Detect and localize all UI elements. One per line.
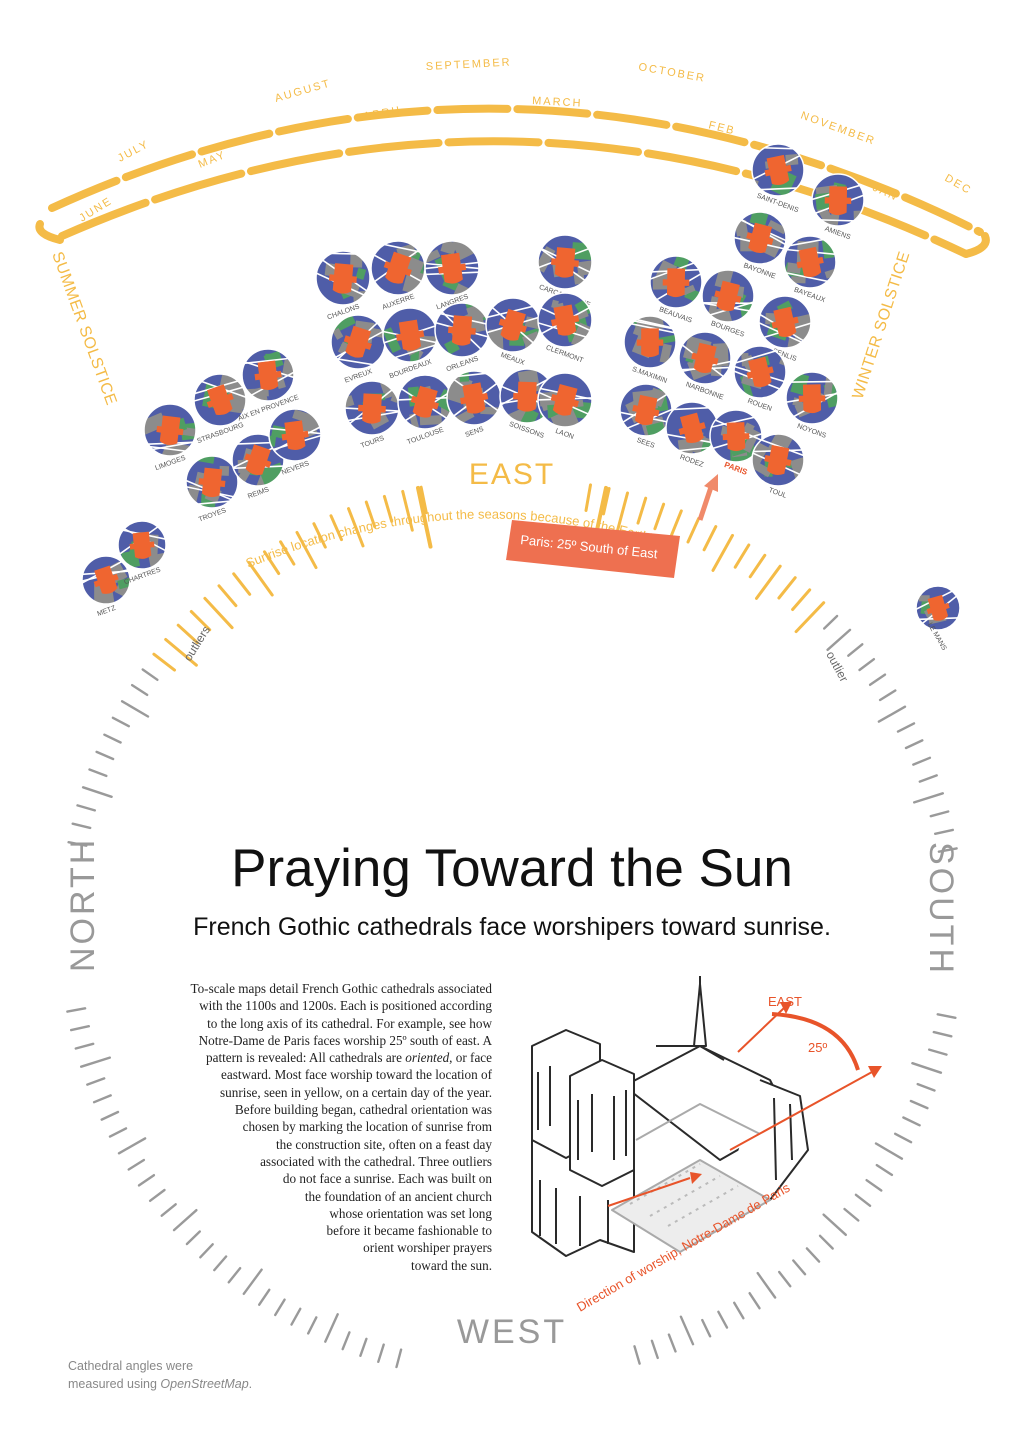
notre-dame-drawing [531,976,809,1257]
cathedral-tile-chalons: CHALONS [315,250,371,321]
cathedral-tile-le-mans: LE MANS [915,585,961,652]
body-text-line: Notre-Dame de Paris faces worship 25º so… [198,1032,492,1048]
body-text-line: before it became fashionable to [326,1223,492,1239]
cathedral-tile-meaux: MEAUX [485,297,541,367]
paris-pointer: Paris: 25º South of East [506,474,718,578]
drawing-east-label: EAST [768,994,802,1009]
credit-note: Cathedral angles were measured using Ope… [68,1357,252,1393]
body-text-line: Before building began, cathedral orienta… [234,1102,492,1118]
cathedral-tile-tours: TOURS [344,380,400,450]
south-label: SOUTH [922,842,960,976]
outlier-label-right: outlier [823,649,851,684]
cathedral-tile-auxerre: AUXERRE [370,240,426,311]
cathedral-name: TROYES [198,507,228,524]
cathedral-tile-strasbourg: STRASBOURG [193,373,247,445]
cathedral-name: ROUEN [746,398,772,413]
cathedral-tile-saint-denis: SAINT-DENIS [751,143,805,214]
body-text-line: eastward. Most face worship toward the l… [221,1067,492,1083]
month-november: NOVEMBER [799,110,877,148]
cathedral-tile-clermont: CLERMONT [537,292,593,365]
month-april: APRIL [362,104,405,123]
body-text-line: the construction site, often on a feast … [275,1136,492,1152]
cathedral-tile-langres: LANGRES [424,240,480,311]
month-august: AUGUST [274,77,333,104]
body-text-line: toward the sun. [411,1257,492,1273]
north-label: NORTH [64,837,102,972]
body-text-line: chosen by marking the location of sunris… [242,1119,492,1135]
body-text: To-scale maps detail French Gothic cathe… [132,980,492,1274]
cathedral-tile-evreux: EVREUX [330,314,386,385]
cathedral-name: TOUL [768,487,788,500]
cathedral-tile-amiens: AMIENS [811,173,865,242]
page-title: Praying Toward the Sun [231,839,793,898]
cathedral-tile-reims: REIMS [231,433,285,500]
cathedral-name: SENS [464,426,485,439]
cathedral-name: NEVERS [281,460,311,477]
body-text-line: whose orientation was set long [329,1205,492,1221]
cathedral-tile-limoges: LIMOGES [143,403,197,473]
cathedral-name: SEES [636,437,656,450]
cathedral-name: NOYONS [796,423,827,440]
body-text-line: the foundation of an ancient church [304,1188,492,1204]
cathedral-name: REIMS [247,486,271,500]
cathedral-tile-beauvais: BEAUVAIS [649,255,703,325]
body-text-line: do not face a sunrise. Each was built on [282,1171,492,1187]
cathedral-tile-narbonne: NARBONNE [678,331,732,402]
cathedral-tile-rodez: RODEZ [665,401,719,469]
credit-line-2-prefix: measured using [68,1377,161,1391]
cathedral-tile-noyons: NOYONS [785,371,839,440]
body-text-line: pattern is revealed: All cathedrals are … [206,1050,492,1066]
credit-line-1: Cathedral angles were [68,1359,194,1373]
cathedral-tile-bayeaux: BAYEAUX [783,235,837,304]
cathedral-name: MEAUX [500,352,526,367]
cathedral-tile-troyes: TROYES [185,455,239,524]
summer-solstice-label: SUMMER SOLSTICE [48,250,119,408]
winter-solstice-label: WINTER SOLSTICE [850,249,914,401]
west-label: WEST [457,1313,567,1351]
page-subtitle: French Gothic cathedrals face worshipers… [193,913,831,941]
cathedral-name: TOURS [360,435,386,450]
drawing-angle-label: 25º [808,1040,827,1055]
credit-line-2-suffix: . [248,1377,253,1391]
body-text-line: orient worshiper prayers [363,1240,492,1256]
outliers-label-left: outliers [181,623,213,663]
cathedral-tile-bayonne: BAYONNE [733,211,787,281]
cathedral-tile-toul: TOUL [751,433,805,500]
cathedral-tile-paris: PARIS [709,409,763,477]
cathedral-tile-sees: SEES [619,383,673,450]
month-september: SEPTEMBER [426,57,512,73]
body-text-line: with the 1100s and 1200s. Each is positi… [199,998,492,1014]
cathedral-name: METZ [96,605,117,618]
month-dec: DEC [943,172,974,197]
cathedral-tile-s-maximin: S.MAXIMIN [623,315,677,385]
cathedral-tile-toulouse: TOULOUSE [397,374,453,446]
body-text-line: to the long axis of its cathedral. For e… [207,1015,492,1031]
worship-direction-arrows [607,1002,882,1207]
month-july: JULY [116,138,152,165]
month-october: OCTOBER [637,61,706,85]
credit-source: OpenStreetMap [160,1377,249,1391]
compass-ring [66,483,958,1369]
cathedral-name: LAON [554,428,574,441]
cathedral-tile-laon: LAON [537,372,593,441]
body-text-line: associated with the cathedral. Three out… [260,1153,492,1169]
cathedral-name: LIMOGES [154,455,187,473]
cathedral-tile-sens: SENS [446,370,502,439]
month-march: MARCH [532,95,583,110]
cathedral-name: RODEZ [679,454,705,469]
cathedral-tile-bourdeaux: BOURDEAUX [382,307,438,380]
body-text-line: To-scale maps detail French Gothic cathe… [190,981,492,996]
cathedral-name: AMIENS [824,226,852,242]
body-text-line: sunrise, seen in yellow, on a certain da… [220,1084,492,1100]
cathedral-tile-bourges: BOURGES [701,269,755,339]
east-label: EAST [469,458,555,491]
